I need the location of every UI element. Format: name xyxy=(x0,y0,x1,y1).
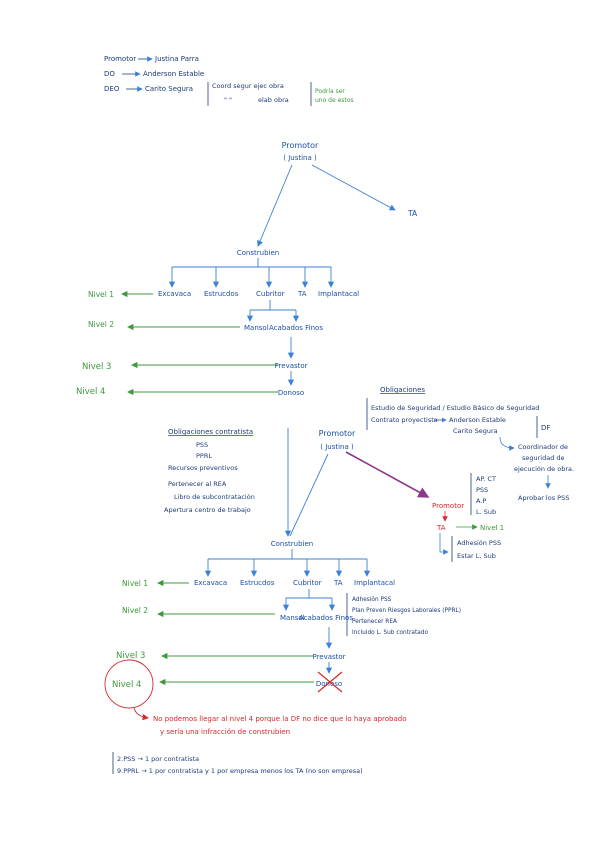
legend: Promotor Justina Parra DO Anderson Estab… xyxy=(104,55,354,106)
tree2-mansol: Mansol xyxy=(280,614,305,622)
obligaciones-block: Obligaciones Estudio de Seguridad / Estu… xyxy=(366,386,574,502)
tree2-acabados: Acabados Finos xyxy=(299,614,353,622)
tree2-nivel-4: Nivel 4 xyxy=(112,680,141,690)
promotor-right-estar: Estar L. Sub xyxy=(457,552,496,560)
tree-2-root: Promotor ( Justina ) xyxy=(289,429,430,537)
nivel-4-circle xyxy=(104,659,154,709)
obligaciones-aprobar: Aprobar los PSS xyxy=(518,494,569,502)
legend-anderson: Anderson Estable xyxy=(143,70,204,78)
tree1-construbien: Construbien xyxy=(237,249,279,257)
tree2-child-excavaca: Excavaca xyxy=(194,579,227,587)
obl-contratista-libro: Libro de subcontratación xyxy=(174,493,255,501)
tree2-root-sub: ( Justina ) xyxy=(320,443,354,451)
footer-line-2: 9.PPRL → 1 por contratista y 1 por empre… xyxy=(117,767,363,775)
footer-line-1: 2.PSS → 1 por contratista xyxy=(117,755,199,763)
promotor-right-ap: A.P xyxy=(476,497,486,505)
legend-promotor: Promotor xyxy=(104,55,136,63)
legend-note-a: Coord segur ejec obra xyxy=(212,82,284,90)
tree2-root: Promotor xyxy=(319,429,356,438)
obligaciones-coord-3: ejecución de obra. xyxy=(514,465,574,473)
tree2-side-adhesion: Adhesión PSS xyxy=(352,596,392,603)
promotor-right: Promotor TA Nivel 1 AP. CT PSS A.P L. Su… xyxy=(432,473,504,562)
legend-side-2: uno de estos xyxy=(315,97,354,104)
red-note-line-2: y sería una infracción de construbien xyxy=(160,728,290,736)
red-note-line-1: No podemos llegar al nivel 4 porque la D… xyxy=(153,715,407,723)
tree2-child-ta: TA xyxy=(333,579,343,587)
tree1-nivel-2: Nivel 2 xyxy=(88,320,114,329)
tree1-nivel-1: Nivel 1 xyxy=(88,290,114,299)
tree1-prevastor: Prevastor xyxy=(274,362,307,370)
tree-1: Promotor ( Justina ) TA Construbien Exca… xyxy=(76,141,418,397)
legend-note-b: elab obra xyxy=(258,96,289,104)
tree2-nivel-3: Nivel 3 xyxy=(116,651,145,661)
obl-contratista-apertura: Apertura centro de trabajo xyxy=(164,506,251,514)
tree2-child-estrucdos: Estrucdos xyxy=(240,579,275,587)
legend-note-ditto: " " xyxy=(224,96,232,104)
tree2-donoso: Donoso xyxy=(316,680,342,688)
tree2-side-lsub: Incluido L. Sub contratado xyxy=(352,630,428,636)
tree1-mansol: Mansol xyxy=(244,324,269,332)
tree2-nivel-1: Nivel 1 xyxy=(122,579,148,588)
tree2-construbien: Construbien xyxy=(271,540,313,548)
obligaciones-l2b: Anderson Estable xyxy=(449,416,506,424)
obligaciones-coord-2: seguridad de xyxy=(522,454,565,462)
promotor-right-ta: TA xyxy=(436,524,446,532)
promotor-right-pss: PSS xyxy=(476,486,488,494)
obligaciones-df: DF xyxy=(541,424,550,432)
obligaciones-contratista: Obligaciones contratista PSS PPRL Recurs… xyxy=(164,428,292,537)
obligaciones-title: Obligaciones xyxy=(380,386,425,394)
tree2-child-cubritor: Cubritor xyxy=(293,579,322,587)
tree-2: Construbien Excavaca Estrucdos Cubritor … xyxy=(104,540,461,721)
footer-notes: 2.PSS → 1 por contratista 9.PPRL → 1 por… xyxy=(112,752,363,775)
red-note: No podemos llegar al nivel 4 porque la D… xyxy=(153,715,407,736)
tree1-child-ta: TA xyxy=(297,290,307,298)
promotor-right-label: Promotor xyxy=(432,502,464,510)
legend-justina: Justina Parra xyxy=(154,55,199,63)
tree1-child-estrucdos: Estrucdos xyxy=(204,290,239,298)
tree2-nivel-2: Nivel 2 xyxy=(122,606,148,615)
tree1-nivel-4: Nivel 4 xyxy=(76,387,105,397)
obligaciones-l3: Carito Segura xyxy=(453,427,498,435)
tree2-side-rea: Pertenecer REA xyxy=(352,619,397,625)
tree1-donoso: Donoso xyxy=(278,389,304,397)
tree1-root-sub: ( Justina ) xyxy=(283,154,317,162)
promotor-right-apct: AP. CT xyxy=(476,475,496,483)
legend-do: DO xyxy=(104,70,115,78)
promotor-right-lsub: L. Sub xyxy=(476,508,496,516)
obl-contratista-pprl: PPRL xyxy=(196,452,212,460)
obl-contratista-recursos: Recursos preventivos xyxy=(168,464,238,472)
promotor-right-nivel: Nivel 1 xyxy=(480,524,504,532)
tree1-child-implantacal: Implantacal xyxy=(318,290,359,298)
promotor-right-adhesion: Adhesión PSS xyxy=(457,539,501,547)
legend-carito: Carito Segura xyxy=(145,85,193,93)
tree1-child-excavaca: Excavaca xyxy=(158,290,191,298)
tree1-nivel-3: Nivel 3 xyxy=(82,362,111,372)
obligaciones-l2: Contrato proyectista xyxy=(371,416,438,424)
legend-deo: DEO xyxy=(104,85,120,93)
tree2-side-pprl: Plan Preven Riesgos Laborales (PPRL) xyxy=(352,608,461,614)
obl-contratista-rea: Pertenecer al REA xyxy=(168,480,227,488)
donoso-cross-2 xyxy=(317,671,343,693)
obligaciones-l1: Estudio de Seguridad / Estudio Básico de… xyxy=(371,404,539,412)
tree1-child-cubritor: Cubritor xyxy=(256,290,285,298)
tree1-ta: TA xyxy=(407,209,418,218)
tree1-root: Promotor xyxy=(282,141,319,150)
tree1-acabados: Acabados Finos xyxy=(269,324,323,332)
obl-contratista-pss: PSS xyxy=(196,441,208,449)
tree2-child-implantacal: Implantacal xyxy=(354,579,395,587)
obligaciones-coord-1: Coordinador de xyxy=(518,443,568,451)
obl-contratista-title: Obligaciones contratista xyxy=(168,428,253,436)
tree2-prevastor: Prevastor xyxy=(312,653,345,661)
legend-side-1: Podría ser xyxy=(315,88,345,95)
